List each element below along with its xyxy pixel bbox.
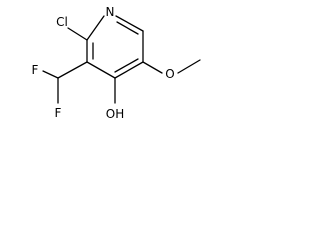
bond-c5-c4	[114, 61, 144, 79]
atom-label-f-lower: F	[55, 106, 62, 120]
bond-c4-c3	[86, 61, 116, 79]
bond-n1-c6-double	[116, 21, 139, 35]
bond-n1-c6	[115, 15, 144, 32]
chemical-structure: N Cl F F O OH	[32, 5, 201, 121]
atom-label-oh: OH	[106, 107, 124, 121]
bond-c2-cl	[67, 27, 88, 41]
atom-label-f-upper: F	[32, 63, 39, 77]
bond-c5-o	[142, 61, 163, 74]
bond-c3-chf2	[57, 61, 88, 79]
substituents	[42, 27, 201, 104]
bond-chf2-f-upper	[42, 70, 59, 79]
pyridine-ring	[86, 15, 144, 79]
atom-label-o-methoxy: O	[165, 67, 174, 81]
atom-label-cl: Cl	[56, 15, 68, 29]
bond-c2-n1	[86, 15, 105, 41]
atom-label-n: N	[106, 5, 115, 19]
bond-o-methyl	[177, 59, 201, 74]
bond-c5-c4-double	[114, 58, 139, 73]
